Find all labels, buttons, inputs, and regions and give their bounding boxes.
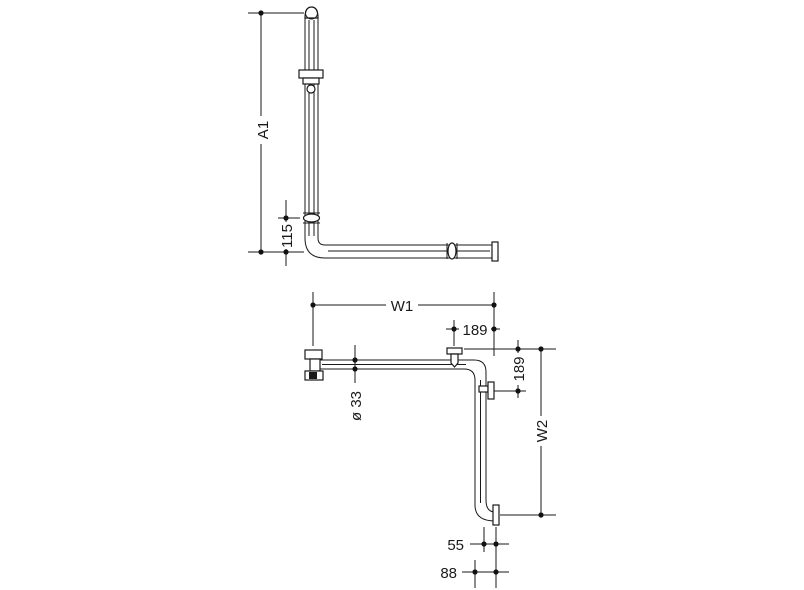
elevation-view: A1 115 bbox=[248, 6, 499, 266]
dia33-label: ø 33 bbox=[348, 391, 365, 421]
wall-rosette-vertical bbox=[302, 213, 321, 223]
d189-top-label-bg bbox=[459, 320, 491, 338]
h115-label-bg bbox=[277, 222, 295, 249]
d88-dot-left bbox=[472, 569, 478, 575]
d88-label: 88 bbox=[440, 565, 457, 582]
d189-side-dot-bottom bbox=[515, 388, 521, 394]
d189-side-dot-top bbox=[515, 346, 521, 352]
d189-side-label: 189 bbox=[511, 356, 528, 381]
d55-dot-left bbox=[481, 541, 487, 547]
d189-side-label-bg bbox=[509, 353, 527, 385]
a1-label: A1 bbox=[255, 121, 272, 139]
end-flange bbox=[491, 241, 499, 262]
a1-dot-top bbox=[258, 10, 264, 16]
plan-tube-outer bbox=[320, 359, 496, 513]
left-fitting-top bbox=[304, 349, 323, 360]
d189-top-label: 189 bbox=[462, 322, 487, 339]
d189-top-dot-right bbox=[491, 326, 497, 332]
shower-holder-body bbox=[302, 77, 320, 85]
bottom-end-flange bbox=[492, 504, 500, 526]
w2-label-bg bbox=[531, 416, 551, 446]
plan-view: W1 189 189 W2 ø 33 55 bbox=[304, 292, 556, 588]
plan-tube-inner bbox=[320, 368, 496, 522]
h115-dot-bottom bbox=[283, 249, 289, 255]
dia33-dot-top bbox=[352, 357, 358, 363]
w1-dot-right bbox=[491, 302, 497, 308]
side-mount-plate bbox=[487, 381, 495, 400]
vertical-bar-outline bbox=[304, 18, 492, 259]
w1-label: W1 bbox=[391, 298, 414, 315]
shower-holder-slider bbox=[298, 69, 324, 79]
middle-mount-post bbox=[450, 353, 459, 368]
h115-dot-top bbox=[283, 215, 289, 221]
w2-dot-top bbox=[538, 346, 544, 352]
d189-top-dot-left bbox=[451, 326, 457, 332]
shower-holder-knob bbox=[306, 84, 316, 94]
d88-dot-right bbox=[493, 569, 499, 575]
w2-label: W2 bbox=[534, 420, 551, 443]
wall-rosette-horizontal bbox=[447, 242, 457, 260]
left-fitting-neck bbox=[309, 358, 321, 372]
h115-label: 115 bbox=[279, 224, 296, 248]
middle-mount-plate bbox=[446, 347, 463, 355]
a1-dot-bottom bbox=[258, 249, 264, 255]
d55-label: 55 bbox=[447, 537, 464, 554]
w1-label-bg bbox=[386, 296, 418, 314]
left-fitting-dark bbox=[309, 372, 317, 379]
dia33-dot-bottom bbox=[352, 366, 358, 372]
d55-dot-right bbox=[493, 541, 499, 547]
w2-dot-bottom bbox=[538, 512, 544, 518]
top-end-cap-ring bbox=[305, 6, 318, 20]
a1-label-bg bbox=[251, 116, 271, 144]
w1-dot-left bbox=[310, 302, 316, 308]
side-mount-post bbox=[478, 385, 489, 393]
